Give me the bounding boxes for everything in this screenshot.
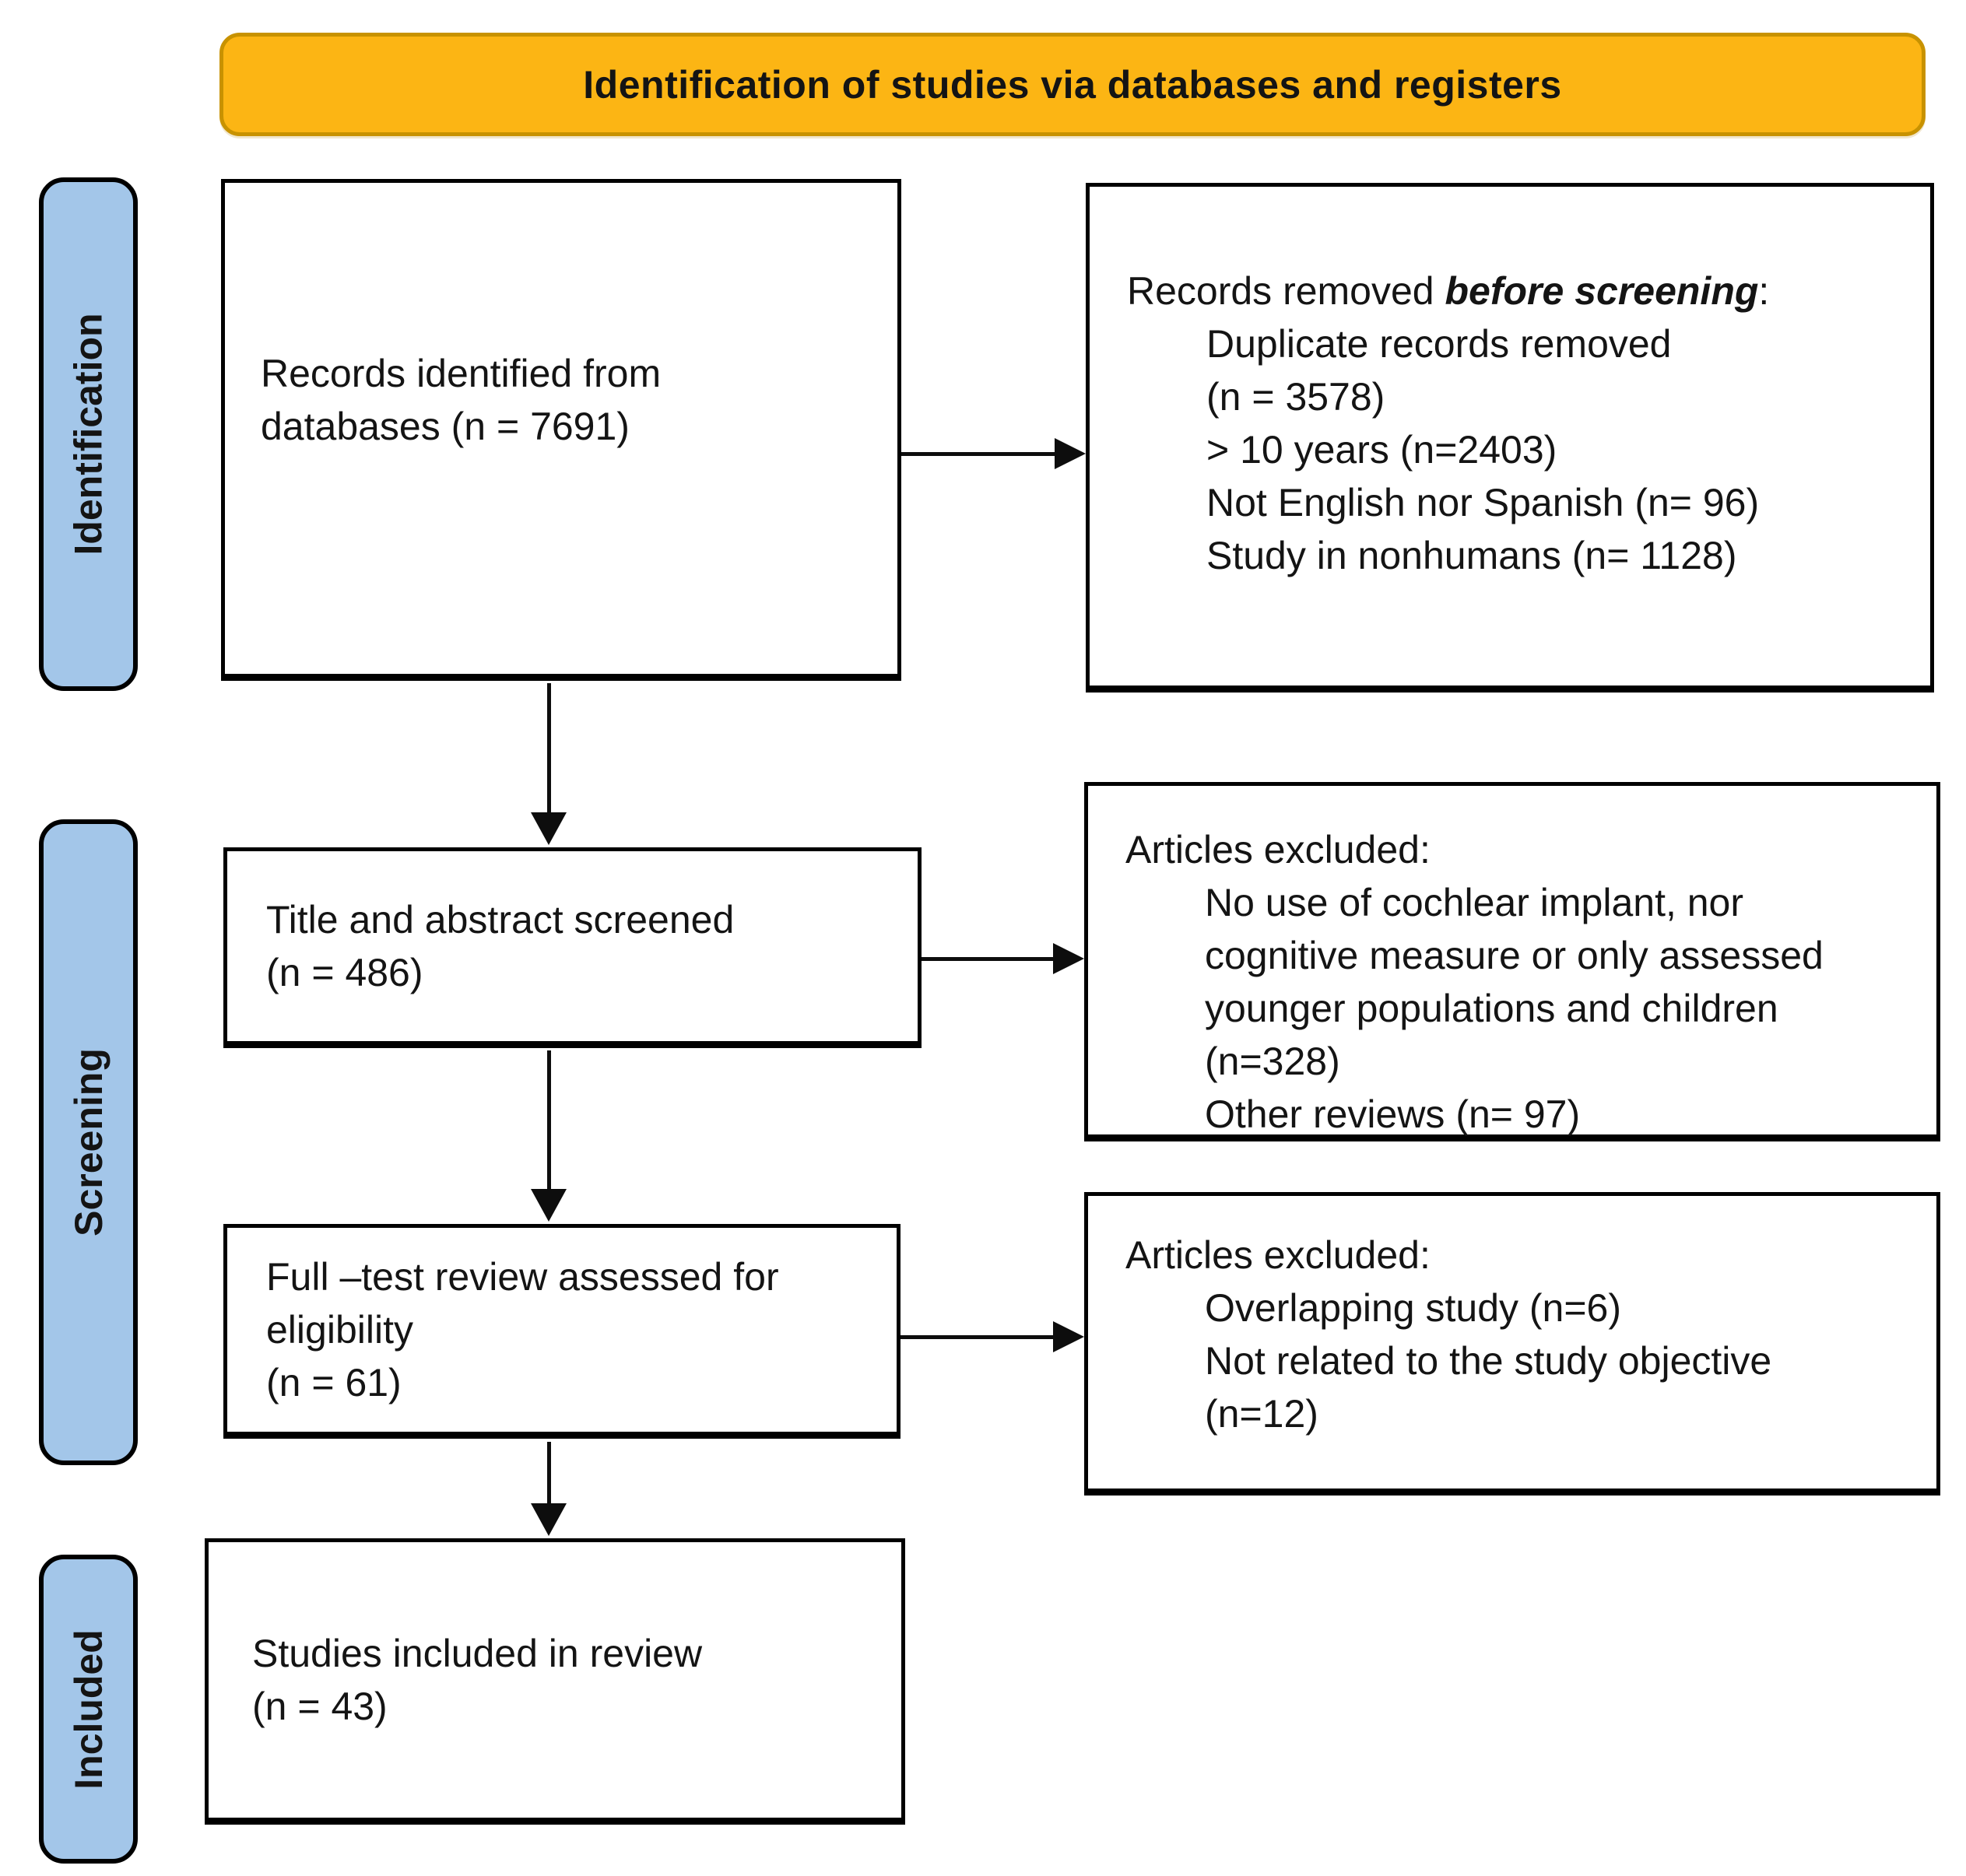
box-studies-included: Studies included in review (n = 43) xyxy=(205,1538,905,1825)
articles-excluded-fulltext-item2-line1: Not related to the study objective xyxy=(1205,1339,1772,1383)
arrow-shaft xyxy=(546,683,551,812)
title-abstract-screened-line1: Title and abstract screened xyxy=(266,898,735,942)
articles-excluded-screening-item2: Other reviews (n= 97) xyxy=(1205,1092,1581,1136)
articles-excluded-fulltext-title: Articles excluded: xyxy=(1125,1233,1431,1277)
stage-label-included: Included xyxy=(39,1555,138,1864)
articles-excluded-screening-item1-line1: No use of cochlear implant, nor xyxy=(1205,881,1744,924)
records-identified-line1: Records identified from xyxy=(261,351,662,395)
arrow-screened-to-fulltext xyxy=(531,1050,567,1222)
banner-title: Identification of studies via databases … xyxy=(583,62,1562,107)
box-records-removed: Records removed before screening: Duplic… xyxy=(1086,183,1934,693)
arrowhead-down-icon xyxy=(531,812,567,845)
records-removed-title-emphasis: before screening xyxy=(1445,269,1759,313)
articles-excluded-screening-item1-line3: younger populations and children xyxy=(1205,987,1778,1030)
arrowhead-right-icon xyxy=(1053,943,1084,974)
records-removed-title: Records removed before screening: xyxy=(1127,265,1907,317)
title-abstract-screened-line2: (n = 486) xyxy=(266,951,423,994)
arrow-identified-to-removed xyxy=(901,438,1086,469)
arrow-screened-to-excluded xyxy=(922,943,1084,974)
arrow-shaft xyxy=(546,1050,551,1189)
records-removed-item-duplicates: Duplicate records removed xyxy=(1206,322,1672,366)
records-removed-item-10years: > 10 years (n=2403) xyxy=(1206,428,1557,472)
stage-label-identification-text: Identification xyxy=(66,313,111,556)
arrowhead-down-icon xyxy=(531,1189,567,1222)
records-removed-item-language: Not English nor Spanish (n= 96) xyxy=(1206,481,1760,524)
arrow-shaft xyxy=(922,956,1053,961)
box-title-abstract-screened: Title and abstract screened (n = 486) xyxy=(223,847,922,1048)
records-removed-title-prefix: Records removed xyxy=(1127,269,1445,313)
fulltext-review-line3: (n = 61) xyxy=(266,1361,402,1404)
articles-excluded-fulltext-item1: Overlapping study (n=6) xyxy=(1205,1286,1622,1330)
articles-excluded-fulltext-item2-line2: (n=12) xyxy=(1205,1392,1318,1436)
stage-label-screening: Screening xyxy=(39,819,138,1465)
articles-excluded-screening-item1-line2: cognitive measure or only assessed xyxy=(1205,934,1824,977)
box-fulltext-review: Full –test review assessed for eligibili… xyxy=(223,1224,900,1439)
banner: Identification of studies via databases … xyxy=(219,33,1926,136)
studies-included-line1: Studies included in review xyxy=(252,1632,703,1675)
arrow-fulltext-to-included xyxy=(531,1442,567,1536)
box-articles-excluded-fulltext: Articles excluded: Overlapping study (n=… xyxy=(1084,1192,1940,1496)
arrowhead-right-icon xyxy=(1053,1321,1084,1352)
fulltext-review-line2: eligibility xyxy=(266,1308,413,1352)
fulltext-review-line1: Full –test review assessed for xyxy=(266,1255,779,1299)
stage-label-identification: Identification xyxy=(39,177,138,691)
arrow-fulltext-to-excluded xyxy=(900,1321,1084,1352)
articles-excluded-screening-item1-line4: (n=328) xyxy=(1205,1040,1340,1083)
studies-included-line2: (n = 43) xyxy=(252,1685,388,1728)
arrowhead-right-icon xyxy=(1055,438,1086,469)
arrow-shaft xyxy=(546,1442,551,1503)
records-removed-item-nonhumans: Study in nonhumans (n= 1128) xyxy=(1206,534,1737,577)
arrow-identified-to-screened xyxy=(531,683,567,845)
stage-label-screening-text: Screening xyxy=(66,1048,111,1236)
arrow-shaft xyxy=(900,1334,1053,1339)
articles-excluded-screening-title: Articles excluded: xyxy=(1125,828,1431,871)
records-removed-title-suffix: : xyxy=(1758,269,1770,313)
stage-label-included-text: Included xyxy=(66,1629,111,1790)
box-records-identified: Records identified from databases (n = 7… xyxy=(221,179,901,681)
box-articles-excluded-screening: Articles excluded: No use of cochlear im… xyxy=(1084,782,1940,1141)
records-removed-item-duplicates-n: (n = 3578) xyxy=(1206,375,1385,419)
records-identified-line2: databases (n = 7691) xyxy=(261,404,630,448)
arrow-shaft xyxy=(901,451,1055,456)
arrowhead-down-icon xyxy=(531,1503,567,1536)
